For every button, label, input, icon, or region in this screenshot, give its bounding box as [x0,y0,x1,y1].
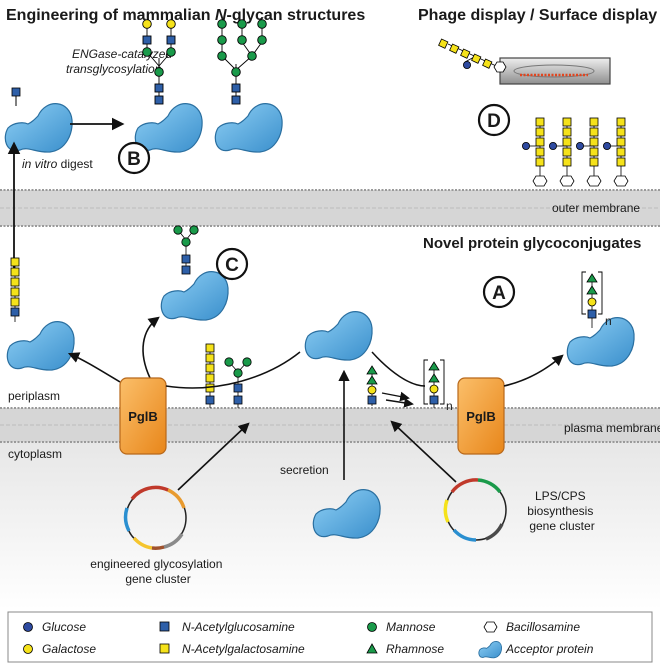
svg-text:B: B [127,149,141,170]
legend-glcnac: N-Acetylglucosamine [182,620,295,634]
panel-b-label: B [117,141,151,175]
secretion-label: secretion [280,463,329,477]
acceptor-protein [214,103,283,153]
mannose-icon [367,622,377,632]
legend-rhamnose: Rhamnose [386,642,444,656]
lipid-linked-glycan [205,343,215,408]
transfer-arrow-right [503,354,564,387]
expression-arrow-right [390,420,457,483]
legend-galactose: Galactose [42,642,96,656]
pglb-enzyme: PglB [119,377,167,455]
expression-arrow-left [177,422,250,491]
outer-membrane [0,189,660,227]
phage-particle [499,57,611,85]
panel-d-label: D [477,103,511,137]
transfer-arrow-left [67,352,121,383]
in-vitro-digest-label: in vitro digest [22,157,93,171]
plasma-membrane-label: plasma membrane [564,421,660,435]
acceptor-protein [160,271,229,321]
legend-mannose: Mannose [386,620,436,634]
lps-plasmid [443,478,507,542]
svg-text:PglB: PglB [128,409,158,424]
glucose-icon [23,622,33,632]
engineered-gene-cluster-label: engineered glycosylation gene cluster [90,557,225,586]
periplasm-curve-left [165,351,301,389]
phage-glycan [438,38,507,73]
mannose-glycan [173,225,199,275]
lipid-linked-mannose-glycan [224,357,252,408]
legend-galnac: N-Acetylgalactosamine [182,642,305,656]
acceptor-protein [134,103,203,153]
svg-text:D: D [487,111,501,132]
glcnac-residue [11,87,21,97]
rhamnose-icon [366,643,378,654]
repeat-n-label: n [446,399,453,413]
svg-text:PglB: PglB [466,409,496,424]
novel-glycoconjugates-title: Novel protein glycoconjugates [423,235,641,252]
legend-glucose: Glucose [42,620,86,634]
svg-text:C: C [225,255,239,276]
plasma-membrane [0,407,660,443]
repeat-unit-bracket [581,271,603,315]
legend: Glucose N-Acetylglucosamine Mannose Baci… [7,611,653,663]
lipid-linked-oligosaccharide [366,365,378,406]
repeat-unit-bracket [423,359,445,405]
outer-membrane-label: outer membrane [552,201,640,215]
phage-display-title: Phage display / Surface display [418,7,657,24]
lps-gene-cluster-label: LPS/CPS biosynthesis gene cluster [527,489,596,533]
glcnac-icon [159,621,170,632]
polymerization-arrow [381,391,410,402]
acceptor-protein [6,321,75,371]
panel-a-label: A [482,275,516,309]
high-mannose-n-glycan [217,19,267,105]
surface-glycans [522,117,629,187]
polymer-repeat-glycan [428,361,440,408]
acceptor-protein [304,311,373,361]
complex-n-glycan [142,19,176,105]
legend-bacillosamine: Bacillosamine [506,620,580,634]
galnac-glycan [10,257,20,322]
galnac-icon [159,643,170,654]
repeat-n-label: n [605,314,612,328]
bacillosamine-icon [483,621,498,633]
periplasm-label: periplasm [8,389,60,403]
svg-text:A: A [492,283,506,304]
acceptor-protein [566,317,635,367]
panel-c-label: C [215,247,249,281]
transfer-arrow-c [142,316,160,379]
conjugated-polymer-glycan [586,273,598,328]
engineered-plasmid [123,485,187,550]
pglb-enzyme: PglB [457,377,505,455]
polymerization-arrow [385,397,414,408]
cytoplasm-label: cytoplasm [8,447,62,461]
periplasm-curve-right [371,351,426,387]
galactose-icon [23,644,33,654]
acceptor-protein [4,103,73,153]
legend-acceptor-protein: Acceptor protein [505,642,594,656]
engineering-title: Engineering of mammalian N-glycan struct… [6,7,365,24]
